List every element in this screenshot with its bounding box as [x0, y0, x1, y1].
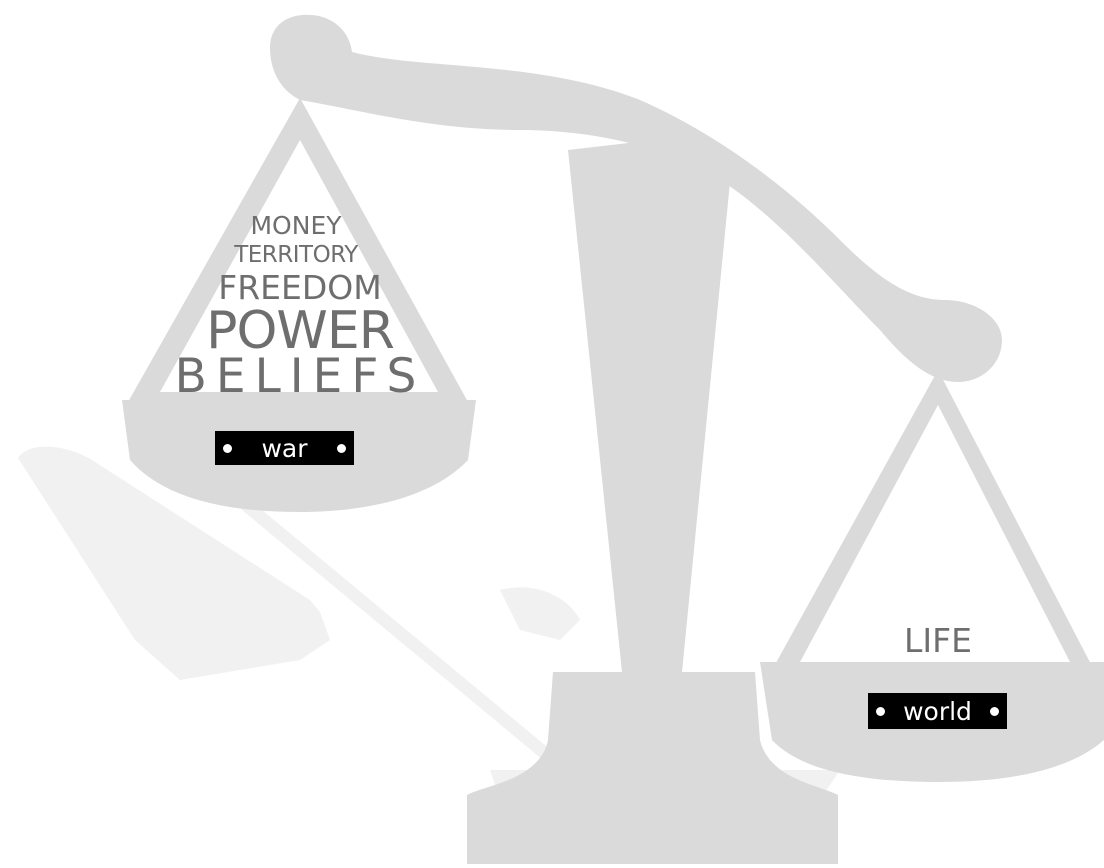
left-pan-word-beliefs: BELIEFS	[174, 349, 426, 404]
right-pan-label-plate: world	[868, 693, 1007, 729]
left-pan-label-plate: war	[215, 431, 354, 465]
left-pan-word-power: POWER	[206, 301, 395, 361]
right-pan-label: world	[903, 696, 972, 726]
rivet-icon	[990, 706, 999, 716]
scale-body	[122, 14, 1104, 864]
rivet-icon	[336, 443, 346, 453]
left-pan-word-territory: TERRITORY	[234, 242, 358, 268]
right-pan-word-life: LIFE	[904, 621, 972, 660]
left-pan-word-freedom: FREEDOM	[218, 268, 382, 307]
rivet-icon	[223, 443, 232, 453]
left-pan-label: war	[261, 433, 308, 463]
rivet-icon	[876, 706, 885, 716]
left-pan-word-money: MONEY	[250, 211, 342, 240]
